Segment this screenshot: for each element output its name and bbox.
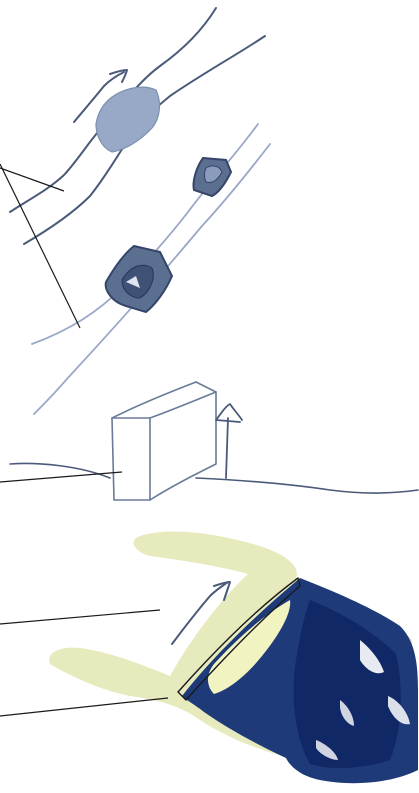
upper-strip-bottom-edge [24, 36, 265, 244]
top-panel [0, 8, 270, 414]
arrow-up-icon [216, 404, 242, 478]
leader-line-4 [0, 610, 160, 624]
leader-line-1 [0, 168, 64, 191]
lower-cutout [106, 246, 172, 312]
leader-line-3 [0, 472, 122, 482]
bottom-panel [0, 531, 418, 783]
ground-line [10, 464, 418, 493]
middle-panel [0, 382, 418, 500]
leader-line-5 [0, 698, 168, 716]
shaded-band [96, 87, 159, 152]
upper-cutout [193, 158, 231, 196]
flap-box [112, 382, 216, 500]
leader-line-2 [0, 164, 80, 328]
